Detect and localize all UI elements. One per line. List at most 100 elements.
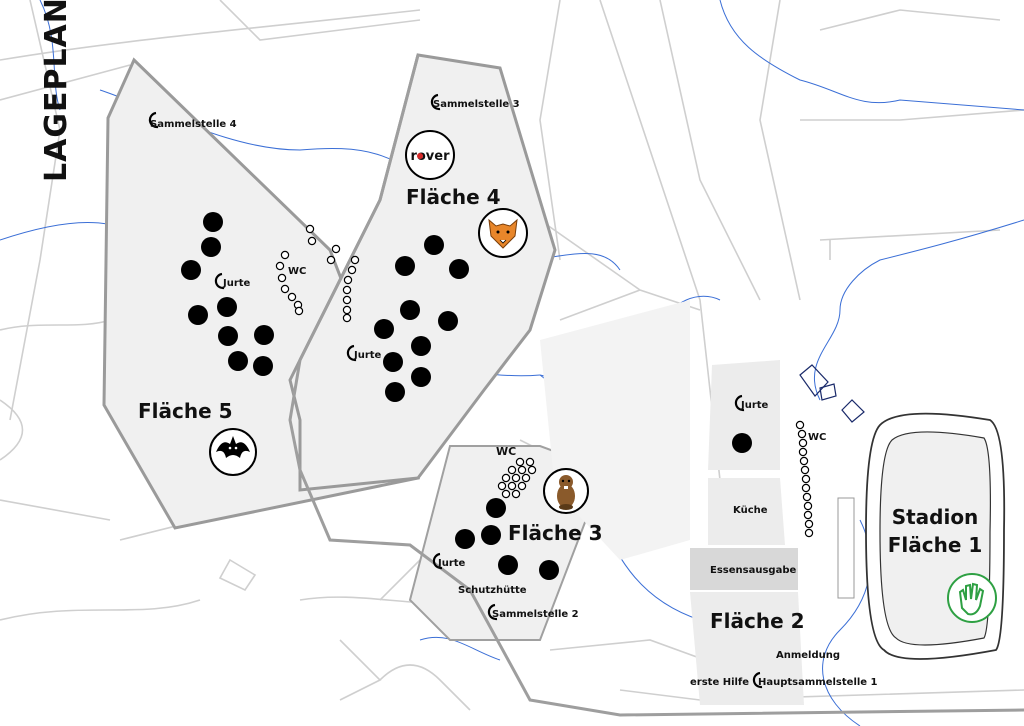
wc-marker [501,489,511,499]
jurte-marker [203,212,223,232]
jurte-marker [481,525,501,545]
jurte-marker [395,256,415,276]
wc-marker [800,465,810,475]
jurte-marker [385,382,405,402]
label-jurte: Jurte [222,278,251,289]
wc-marker [517,465,527,475]
wc-marker [515,457,525,467]
wc-marker [280,284,290,294]
jurte-marker [201,237,221,257]
jurte-label-f5: Jurte [214,272,251,290]
jurten-group [181,212,752,580]
jurte-marker [383,352,403,372]
jurte-marker [228,351,248,371]
wc-marker [307,236,317,246]
jurte-marker [217,297,237,317]
label-wc: WC [288,266,306,277]
stadium-stand [837,497,855,599]
wc-marker [507,481,517,491]
wc-marker [277,273,287,283]
label-anmeldung: Anmeldung [776,650,840,661]
wc-marker [799,456,809,466]
sammelstelle-2-marker: Sammelstelle 2 [487,603,579,621]
jurte-marker [449,259,469,279]
wc-marker [342,295,352,305]
wc-marker [511,473,521,483]
rover-logo-text: rover [410,149,450,164]
jurte-marker [424,235,444,255]
label-flaeche-1: Fläche 1 [888,533,983,557]
wc-marker [802,492,812,502]
label-sammelstelle-3: Sammelstelle 3 [433,99,520,110]
wc-marker [501,473,511,483]
label-flaeche-2: Fläche 2 [710,609,805,633]
building [799,364,829,397]
jurte-label-f2: Jurte [734,394,769,412]
jurte-label-f4: Jurte [346,344,382,362]
wc-marker [342,285,352,295]
rover-logo-icon: rover [405,130,455,180]
wc-marker [521,473,531,483]
wc-marker [331,244,341,254]
jurte-marker [374,319,394,339]
jurte-marker [411,367,431,387]
wc-marker [798,447,808,457]
building [841,399,865,423]
label-wc: WC [808,432,826,443]
area-flaeche-2-top [708,360,780,470]
label-jurte: Jurte [437,558,466,569]
wc-marker [517,481,527,491]
wc-marker [347,265,357,275]
area-flaeche-2-bottom [690,592,804,705]
wc-marker [305,224,315,234]
wc-marker [798,438,808,448]
jurte-label-f3: Jurte [432,552,466,570]
wc-marker [326,255,336,265]
label-sammelstelle-2: Sammelstelle 2 [492,609,579,620]
wc-marker [803,510,813,520]
wc-marker [350,255,360,265]
wc-marker [511,489,521,499]
wc-marker [287,292,297,302]
jurte-marker [253,356,273,376]
label-flaeche-5: Fläche 5 [138,399,233,423]
wc-marker [497,481,507,491]
label-essensausgabe: Essensausgabe [710,565,796,576]
jurte-marker [438,311,458,331]
label-schutzhuette: Schutzhütte [458,585,527,596]
bat-icon [209,428,257,476]
beaver-icon [543,468,589,514]
wc-marker [801,474,811,484]
wc-marker [342,305,352,315]
jurte-marker [486,498,506,518]
label-sammelstelle-4: Sammelstelle 4 [150,119,237,130]
green-hand-icon [947,573,997,623]
wc-marker [527,465,537,475]
label-jurte: Jurte [740,400,769,411]
sammelstelle-3-marker: Sammelstelle 3 [430,93,520,111]
jurte-marker [400,300,420,320]
main-road [288,54,1024,717]
label-stadion: Stadion [892,505,979,529]
jurte-marker [455,529,475,549]
building [819,383,837,401]
jurte-marker [218,326,238,346]
jurte-marker [539,560,559,580]
wc-marker [294,306,304,316]
area-flaeche-2-kitchen [708,478,785,545]
wc-marker [803,501,813,511]
label-flaeche-3: Fläche 3 [508,521,603,545]
label-kueche: Küche [733,505,768,516]
map-title: LAGEPLAN [39,0,74,182]
jurte-marker [188,305,208,325]
fox-head-icon [478,208,528,258]
jurte-marker [411,336,431,356]
label-flaeche-4: Fläche 4 [406,185,501,209]
jurte-marker [254,325,274,345]
jurte-marker [498,555,518,575]
wc-marker [804,519,814,529]
wc-marker [280,250,290,260]
essensausgabe-bar [690,548,798,590]
sammelstelle-4-marker: Sammelstelle 4 [148,111,237,130]
